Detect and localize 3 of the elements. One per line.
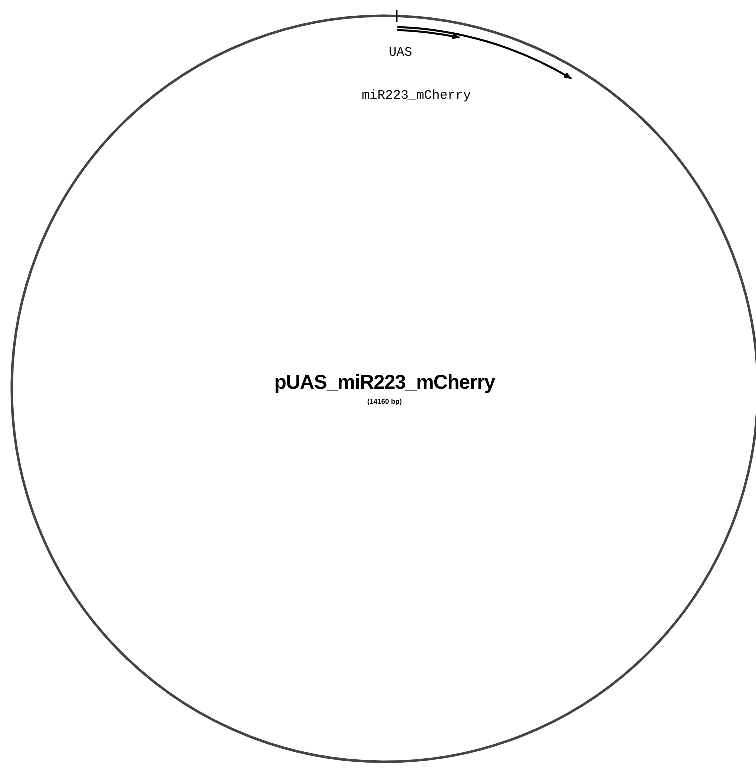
feature-label: UAS — [389, 45, 412, 60]
plasmid-name: pUAS_miR223_mCherry — [274, 372, 496, 395]
feature-label: miR223_mCherry — [362, 88, 472, 103]
